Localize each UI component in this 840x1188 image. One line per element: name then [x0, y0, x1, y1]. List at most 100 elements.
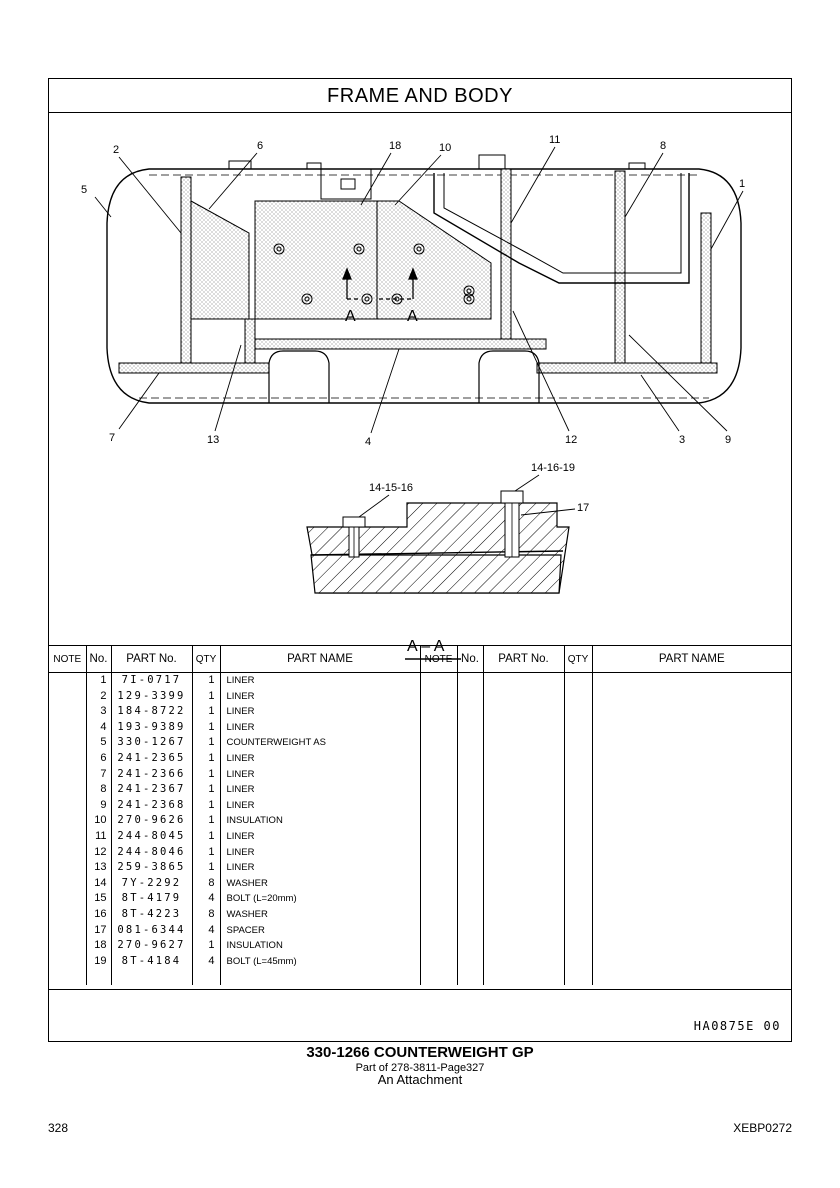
note-cell [49, 844, 87, 861]
quantity: 1 [192, 704, 221, 720]
quantity: 1 [192, 735, 221, 751]
empty-cell [564, 782, 593, 798]
note-cell [49, 891, 87, 907]
note-cell [49, 813, 87, 829]
empty-cell [564, 828, 593, 845]
empty-cell [457, 953, 484, 970]
callout-2: 2 [113, 144, 119, 156]
empty-cell [457, 766, 484, 783]
note-cell [49, 875, 87, 892]
liner-11 [500, 168, 512, 340]
item-number: 11 [86, 828, 112, 845]
liner-8 [614, 170, 626, 364]
callout-6: 6 [257, 140, 263, 152]
empty-cell [49, 969, 87, 986]
empty-cell [592, 876, 791, 892]
quantity: 1 [192, 860, 221, 876]
part-number: 241-2367 [111, 782, 193, 798]
quantity: 1 [192, 828, 221, 845]
callout-5: 5 [81, 184, 87, 196]
empty-cell [592, 938, 791, 954]
callout-8: 8 [660, 140, 666, 152]
empty-cell [483, 704, 565, 720]
part-name: LINER [220, 782, 421, 798]
item-number: 7 [86, 766, 112, 783]
empty-cell [483, 969, 565, 986]
part-number: 081-6344 [111, 922, 193, 939]
empty-cell [592, 782, 791, 798]
note-cell [49, 922, 87, 939]
empty-cell [564, 797, 593, 814]
note-cell [49, 672, 87, 689]
empty-cell [420, 750, 458, 767]
empty-cell [483, 735, 565, 751]
empty-cell [420, 906, 458, 923]
empty-cell [457, 735, 484, 751]
quantity: 1 [192, 797, 221, 814]
empty-cell [592, 673, 791, 689]
header-part-name: PART NAME [220, 645, 421, 673]
note-cell [49, 735, 87, 751]
empty-cell [564, 844, 593, 861]
empty-cell [420, 719, 458, 736]
part-number: 259-3865 [111, 860, 193, 876]
empty-cell [564, 704, 593, 720]
item-number: 2 [86, 688, 112, 705]
item-number: 16 [86, 906, 112, 923]
empty-cell [420, 938, 458, 954]
quantity: 1 [192, 719, 221, 736]
item-number: 6 [86, 750, 112, 767]
empty-cell [457, 922, 484, 939]
group-title: 330-1266 COUNTERWEIGHT GP [306, 1044, 534, 1061]
table-filler-row [49, 969, 791, 986]
quantity: 1 [192, 813, 221, 829]
quantity: 4 [192, 953, 221, 970]
item-number: 13 [86, 860, 112, 876]
item-number: 18 [86, 938, 112, 954]
empty-cell [483, 766, 565, 783]
part-name: WASHER [220, 875, 421, 892]
part-number: 270-9627 [111, 938, 193, 954]
sheet-title: FRAME AND BODY [49, 79, 791, 113]
group-reference: Part of 278-3811-Page327 [355, 1062, 485, 1074]
liner-2 [180, 176, 192, 364]
part-name: BOLT (L=45mm) [220, 953, 421, 970]
empty-cell [483, 828, 565, 845]
empty-cell [457, 891, 484, 907]
empty-cell [86, 969, 112, 986]
part-name: LINER [220, 844, 421, 861]
note-cell [49, 828, 87, 845]
part-number: 241-2368 [111, 797, 193, 814]
header-part-no-2: PART No. [483, 645, 565, 673]
liner-1 [700, 212, 712, 364]
empty-cell [592, 845, 791, 861]
callout-13: 13 [207, 434, 219, 446]
part-name: SPACER [220, 922, 421, 939]
item-number: 5 [86, 735, 112, 751]
part-name: INSULATION [220, 938, 421, 954]
empty-cell [592, 829, 791, 845]
note-cell [49, 750, 87, 767]
empty-cell [420, 797, 458, 814]
note-cell [49, 782, 87, 798]
note-cell [49, 953, 87, 970]
empty-cell [457, 938, 484, 954]
section-callout-17: 17 [577, 502, 589, 514]
empty-cell [420, 735, 458, 751]
part-name: LINER [220, 704, 421, 720]
part-name: INSULATION [220, 813, 421, 829]
empty-cell [564, 688, 593, 705]
empty-cell [592, 751, 791, 767]
empty-cell [457, 750, 484, 767]
empty-cell [457, 797, 484, 814]
